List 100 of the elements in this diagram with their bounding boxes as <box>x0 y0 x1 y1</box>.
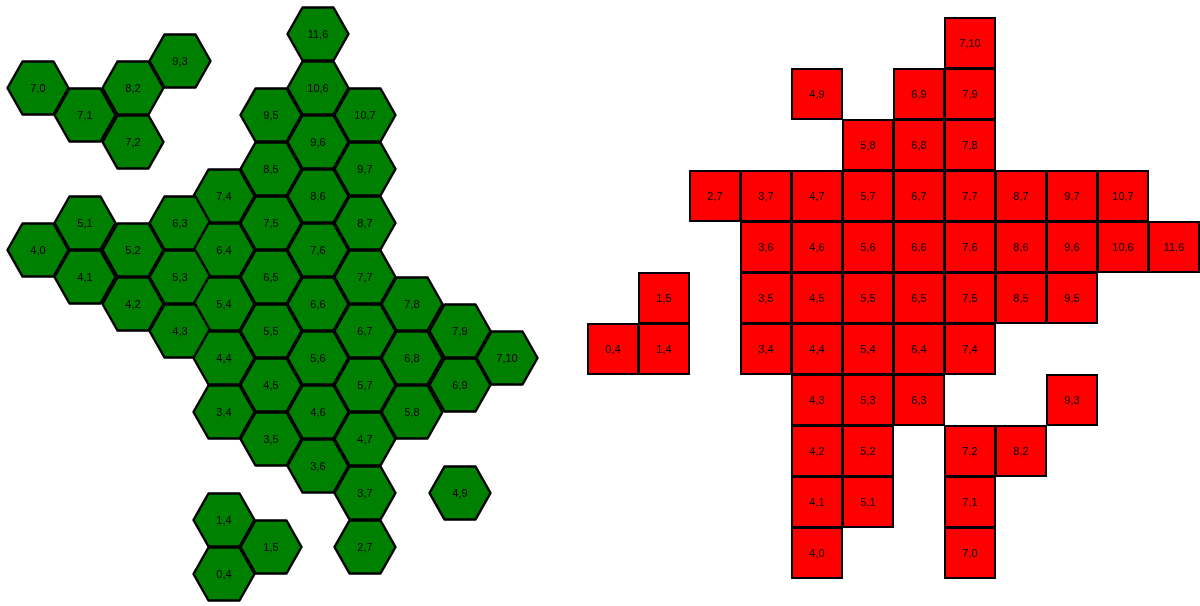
square-tile: 9,3 <box>1046 374 1098 426</box>
hexagon-tile: 6,5 <box>239 249 303 305</box>
hexagon-tile: 3,4 <box>192 384 256 440</box>
square-tile: 3,4 <box>740 323 792 375</box>
hexagon-tile: 7,8 <box>380 276 444 332</box>
hexagon-tile: 8,2 <box>101 60 165 116</box>
square-tile: 11,6 <box>1148 221 1200 273</box>
square-tile: 1,4 <box>638 323 690 375</box>
square-tile: 6,3 <box>893 374 945 426</box>
hexagon-tile: 3,6 <box>286 438 350 494</box>
square-tile: 0,4 <box>587 323 639 375</box>
hexagon-tile: 7,10 <box>475 330 539 386</box>
square-tile: 7,6 <box>944 221 996 273</box>
hexagon-tile: 4,2 <box>101 276 165 332</box>
square-tile: 3,6 <box>740 221 792 273</box>
hexagon-tile: 5,8 <box>380 384 444 440</box>
hexagon-tile: 8,5 <box>239 141 303 197</box>
hexagon-tile: 10,7 <box>333 87 397 143</box>
square-tile: 9,7 <box>1046 170 1098 222</box>
square-tile: 7,9 <box>944 68 996 120</box>
hexagon-tile: 5,5 <box>239 303 303 359</box>
square-tile: 5,5 <box>842 272 894 324</box>
hexagon-tile: 7,0 <box>6 60 70 116</box>
hexagon-tile: 2,7 <box>333 519 397 575</box>
square-tile: 8,7 <box>995 170 1047 222</box>
square-tile: 6,7 <box>893 170 945 222</box>
square-tile: 6,9 <box>893 68 945 120</box>
square-tile: 3,5 <box>740 272 792 324</box>
hexagon-tile: 5,7 <box>333 357 397 413</box>
hexagon-tile: 6,7 <box>333 303 397 359</box>
hexagon-tile: 6,6 <box>286 276 350 332</box>
hexagon-tile: 5,1 <box>53 195 117 251</box>
hexagon-tile: 7,4 <box>192 168 256 224</box>
hexagon-tile: 4,6 <box>286 384 350 440</box>
square-tile: 8,6 <box>995 221 1047 273</box>
hexagon-tile: 7,1 <box>53 87 117 143</box>
hexagon-tile: 4,3 <box>148 303 212 359</box>
square-tile: 7,0 <box>944 527 996 579</box>
square-tile: 4,4 <box>791 323 843 375</box>
square-tile: 4,9 <box>791 68 843 120</box>
square-tile: 5,6 <box>842 221 894 273</box>
hexagon-tile: 7,5 <box>239 195 303 251</box>
hexagon-tile: 7,6 <box>286 222 350 278</box>
square-tile: 7,2 <box>944 425 996 477</box>
square-tile: 4,5 <box>791 272 843 324</box>
hexagon-tile: 9,3 <box>148 33 212 89</box>
square-tile: 5,2 <box>842 425 894 477</box>
square-tile: 7,5 <box>944 272 996 324</box>
hexagon-tile: 4,1 <box>53 249 117 305</box>
square-tile: 5,3 <box>842 374 894 426</box>
hexagon-tile: 9,5 <box>239 87 303 143</box>
hexagon-tile: 3,7 <box>333 465 397 521</box>
square-tile: 9,5 <box>1046 272 1098 324</box>
hexagon-tile: 7,7 <box>333 249 397 305</box>
hexagon-tile: 1,5 <box>239 519 303 575</box>
hexagon-tile: 4,9 <box>428 465 492 521</box>
square-tile: 5,1 <box>842 476 894 528</box>
hexagon-tile: 4,7 <box>333 411 397 467</box>
hexagon-tile: 5,2 <box>101 222 165 278</box>
square-tile: 3,7 <box>740 170 792 222</box>
square-tile: 4,3 <box>791 374 843 426</box>
square-tile: 6,4 <box>893 323 945 375</box>
hexagon-tile: 6,8 <box>380 330 444 386</box>
square-tile: 7,4 <box>944 323 996 375</box>
hexagon-tile: 10,6 <box>286 60 350 116</box>
hexagon-tile: 4,0 <box>6 222 70 278</box>
hexagon-tile: 9,6 <box>286 114 350 170</box>
square-tile: 7,8 <box>944 119 996 171</box>
square-tile: 7,1 <box>944 476 996 528</box>
square-tile: 4,2 <box>791 425 843 477</box>
hexagon-tile: 8,7 <box>333 195 397 251</box>
square-tile: 7,7 <box>944 170 996 222</box>
square-tile: 4,6 <box>791 221 843 273</box>
square-tile: 7,10 <box>944 17 996 69</box>
hexagon-tile: 7,9 <box>428 303 492 359</box>
square-tile: 10,7 <box>1097 170 1149 222</box>
square-tile: 1,5 <box>638 272 690 324</box>
square-tile: 6,6 <box>893 221 945 273</box>
hexagon-tile: 0,4 <box>192 546 256 602</box>
square-tile: 9,6 <box>1046 221 1098 273</box>
hexagon-tile: 5,6 <box>286 330 350 386</box>
square-tile: 5,4 <box>842 323 894 375</box>
square-tile: 4,7 <box>791 170 843 222</box>
square-tile: 6,5 <box>893 272 945 324</box>
square-tile: 8,5 <box>995 272 1047 324</box>
hexagon-tile: 4,5 <box>239 357 303 413</box>
square-tile: 10,6 <box>1097 221 1149 273</box>
hexagon-tile: 8,6 <box>286 168 350 224</box>
hexagon-tile: 11,6 <box>286 6 350 62</box>
hexagon-tile: 3,5 <box>239 411 303 467</box>
hexagon-tile: 9,7 <box>333 141 397 197</box>
hexagon-tile: 1,4 <box>192 492 256 548</box>
hexagon-tile: 6,9 <box>428 357 492 413</box>
hexagon-tile: 7,2 <box>101 114 165 170</box>
hexagon-tile: 4,4 <box>192 330 256 386</box>
square-tile: 8,2 <box>995 425 1047 477</box>
square-tile: 5,7 <box>842 170 894 222</box>
square-tile: 4,1 <box>791 476 843 528</box>
square-tile: 5,8 <box>842 119 894 171</box>
square-tile: 6,8 <box>893 119 945 171</box>
